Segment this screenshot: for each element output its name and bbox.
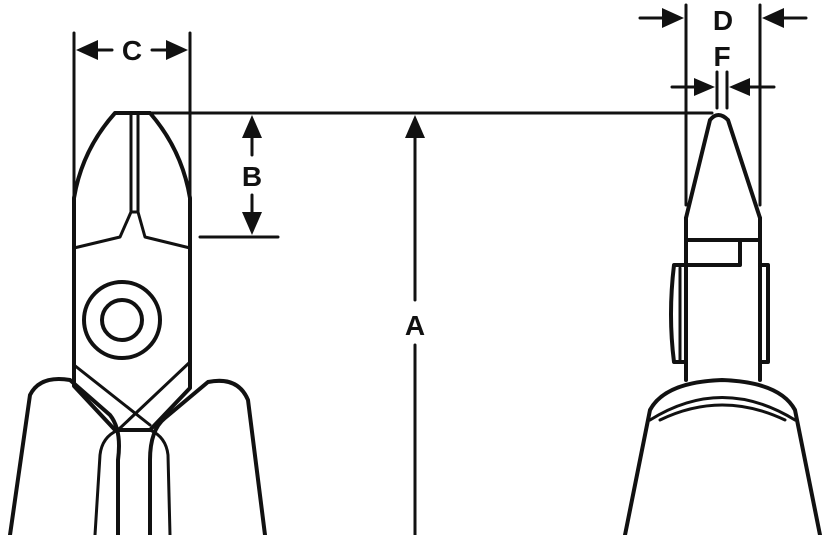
dimension-f: F xyxy=(670,41,776,110)
dim-f-label: F xyxy=(713,41,730,72)
front-head-outline xyxy=(72,111,192,432)
pivot-inner-circle xyxy=(100,298,144,342)
lower-split-line xyxy=(72,360,192,432)
dim-a-label: A xyxy=(405,310,425,341)
front-view-cutter xyxy=(8,111,267,535)
right-handle xyxy=(148,378,267,535)
dim-c-arrow-left xyxy=(76,40,98,60)
dim-f-arrow-left xyxy=(694,78,715,96)
dim-b-arrow-bottom xyxy=(242,212,262,235)
dimension-d: D xyxy=(638,3,808,207)
side-shoulder xyxy=(684,216,762,267)
dimension-a: A xyxy=(405,115,425,535)
side-view-cutter xyxy=(623,113,822,535)
side-tip-outline xyxy=(684,113,762,220)
side-hinge-block xyxy=(669,263,770,364)
left-handle-inner xyxy=(93,428,120,535)
side-body xyxy=(684,238,762,382)
dim-d-arrow-right xyxy=(762,8,784,28)
dim-c-label: C xyxy=(122,35,142,66)
dim-d-arrow-left xyxy=(662,8,684,28)
dim-b-label: B xyxy=(242,161,262,192)
dim-a-arrowhead xyxy=(405,115,425,138)
left-handle xyxy=(8,377,121,535)
dim-b-arrow-top xyxy=(242,115,262,138)
side-handle-arc xyxy=(648,396,797,422)
side-handle xyxy=(623,378,822,535)
dimension-c: C xyxy=(72,31,192,197)
pivot-outer-circle xyxy=(82,280,162,360)
dim-c-arrow-right xyxy=(166,40,188,60)
blade-center-line xyxy=(129,111,140,214)
jaw-notch xyxy=(72,210,192,250)
dimension-b: B xyxy=(198,115,280,239)
dim-f-arrow-right xyxy=(729,78,750,96)
right-handle-inner xyxy=(148,428,172,535)
side-handle-arc-inner xyxy=(658,403,787,422)
dim-d-label: D xyxy=(713,5,733,36)
